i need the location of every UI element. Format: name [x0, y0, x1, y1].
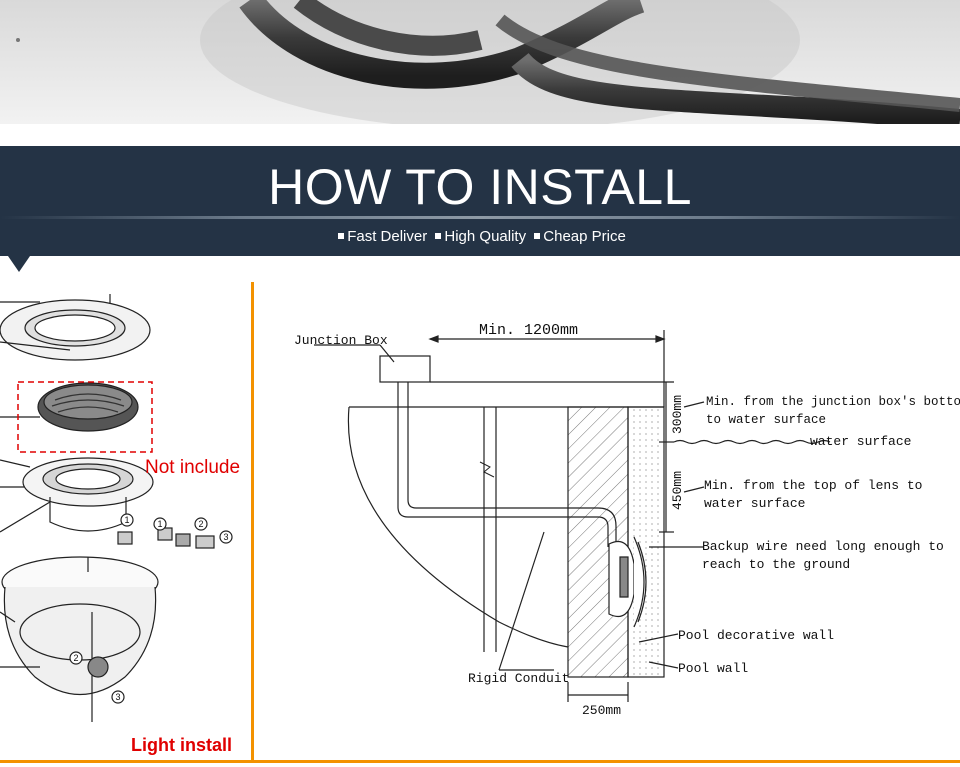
junction-box-label: Junction Box [294, 333, 388, 348]
callout-2a: 2 [198, 519, 203, 529]
callout-3a: 3 [223, 532, 228, 542]
dim-250-label: 250mm [582, 703, 622, 718]
feature-fast-deliver: Fast Deliver [347, 228, 428, 245]
note-junction-line1: Min. from the junction box's bottom [706, 395, 960, 409]
parts-exploded-view: 1 1 2 3 2 3 Not include Light install [0, 282, 251, 762]
banner-notch-arrow-icon [8, 256, 30, 272]
banner-rule [0, 216, 960, 219]
parts-drawing: 1 1 2 3 2 3 [0, 294, 233, 722]
rigid-conduit-label: Rigid Conduit [468, 671, 570, 686]
install-drawing [314, 330, 831, 702]
callout-3b: 3 [115, 692, 120, 702]
min-distance-label: Min. 1200mm [479, 322, 579, 339]
callout-1a: 1 [124, 515, 129, 525]
note-lens-line1: Min. from the top of lens to [704, 478, 923, 493]
not-include-label: Not include [145, 457, 241, 478]
cable-photo [0, 0, 960, 124]
banner-title: HOW TO INSTALL [268, 159, 692, 215]
dim-450-label: 450mm [670, 470, 685, 510]
light-install-label: Light install [131, 735, 232, 755]
banner-tagline: Fast Deliver High Quality Cheap Price [0, 228, 960, 245]
pool-install-diagram: Junction Box Min. 1200mm 300mm 450mm Min… [254, 282, 960, 762]
pool-wall-label: Pool wall [678, 661, 749, 676]
pool-decorative-wall-label: Pool decorative wall [678, 628, 835, 643]
panel-divider [251, 282, 254, 762]
callout-1b: 1 [157, 519, 162, 529]
note-junction-line2: to water surface [706, 413, 827, 427]
note-lens-line2: water surface [704, 496, 806, 511]
bullet-square-icon [435, 233, 442, 240]
feature-cheap-price: Cheap Price [543, 228, 626, 245]
bullet-square-icon [338, 233, 345, 240]
how-to-install-banner: HOW TO INSTALL Fast Deliver High Quality… [0, 146, 960, 256]
note-backup-line2: reach to the ground [702, 557, 851, 572]
bullet-square-icon [534, 233, 541, 240]
note-backup-line1: Backup wire need long enough to [702, 539, 944, 554]
callout-2b: 2 [73, 653, 78, 663]
feature-high-quality: High Quality [444, 228, 527, 245]
water-surface-label: water surface [810, 434, 912, 449]
bottom-accent-line [0, 760, 960, 763]
dim-300-label: 300mm [670, 394, 685, 434]
